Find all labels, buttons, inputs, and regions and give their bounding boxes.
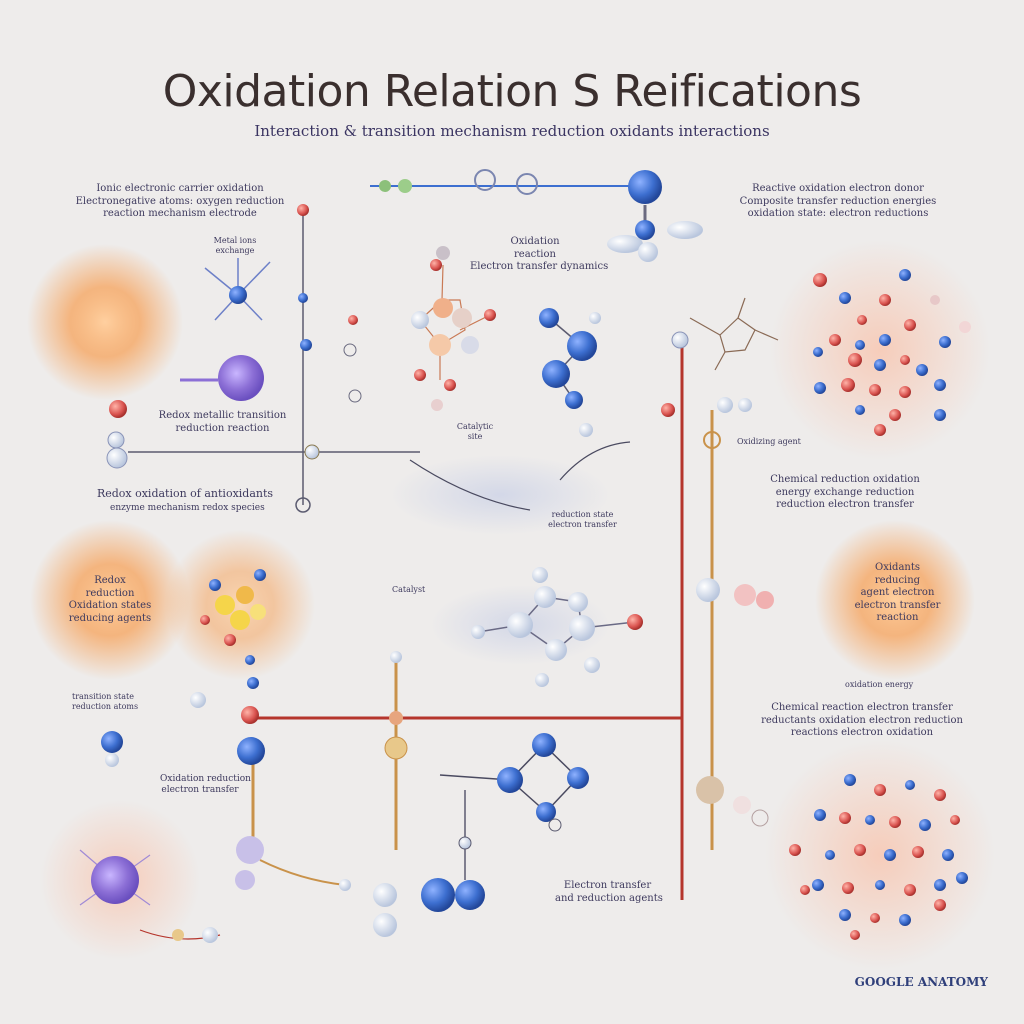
- left-glow-cluster: [200, 569, 266, 665]
- label-oxidizing-agent: Oxidizing agent: [737, 437, 801, 446]
- page-title: Oxidation Relation S Reifications: [162, 66, 862, 117]
- blue-atom-top: [628, 170, 662, 204]
- label-catalyst: Catalyst: [392, 585, 426, 594]
- glow-upper-left: [27, 244, 183, 400]
- blue-atom-a: [539, 308, 559, 328]
- purple-atom-upper: [218, 355, 264, 401]
- glow-left: [30, 520, 190, 680]
- page-subtitle: Interaction & transition mechanism reduc…: [254, 122, 770, 140]
- mist-center: [390, 455, 610, 535]
- hollow-atom-2: [516, 173, 538, 195]
- right-upper-cluster: [813, 269, 971, 436]
- right-bottom-cluster: [789, 774, 968, 940]
- glow-right: [815, 520, 975, 680]
- glow-left-cluster: [165, 530, 315, 680]
- purple-atom-lower: [91, 856, 139, 904]
- label-right-lower-small: oxidation energy: [845, 680, 914, 689]
- red-atom-left: [109, 400, 127, 418]
- blue-atom-c: [542, 360, 570, 388]
- line-molecule: [689, 297, 779, 371]
- hollow-atom: [474, 169, 496, 191]
- glow-right-bottom: [765, 740, 995, 970]
- blue-atom-b: [567, 331, 597, 361]
- curve-center: [409, 459, 531, 511]
- label-left-sub: enzyme mechanism redox species: [110, 503, 265, 513]
- green-atom: [379, 180, 391, 192]
- curve-center-2: [559, 441, 631, 481]
- brand-logo: GOOGLE ANATOMY: [854, 975, 988, 989]
- label-left-header: Redox oxidation of antioxidants: [96, 487, 274, 500]
- green-atom-2: [398, 179, 412, 193]
- curve-lower-left: [259, 859, 346, 886]
